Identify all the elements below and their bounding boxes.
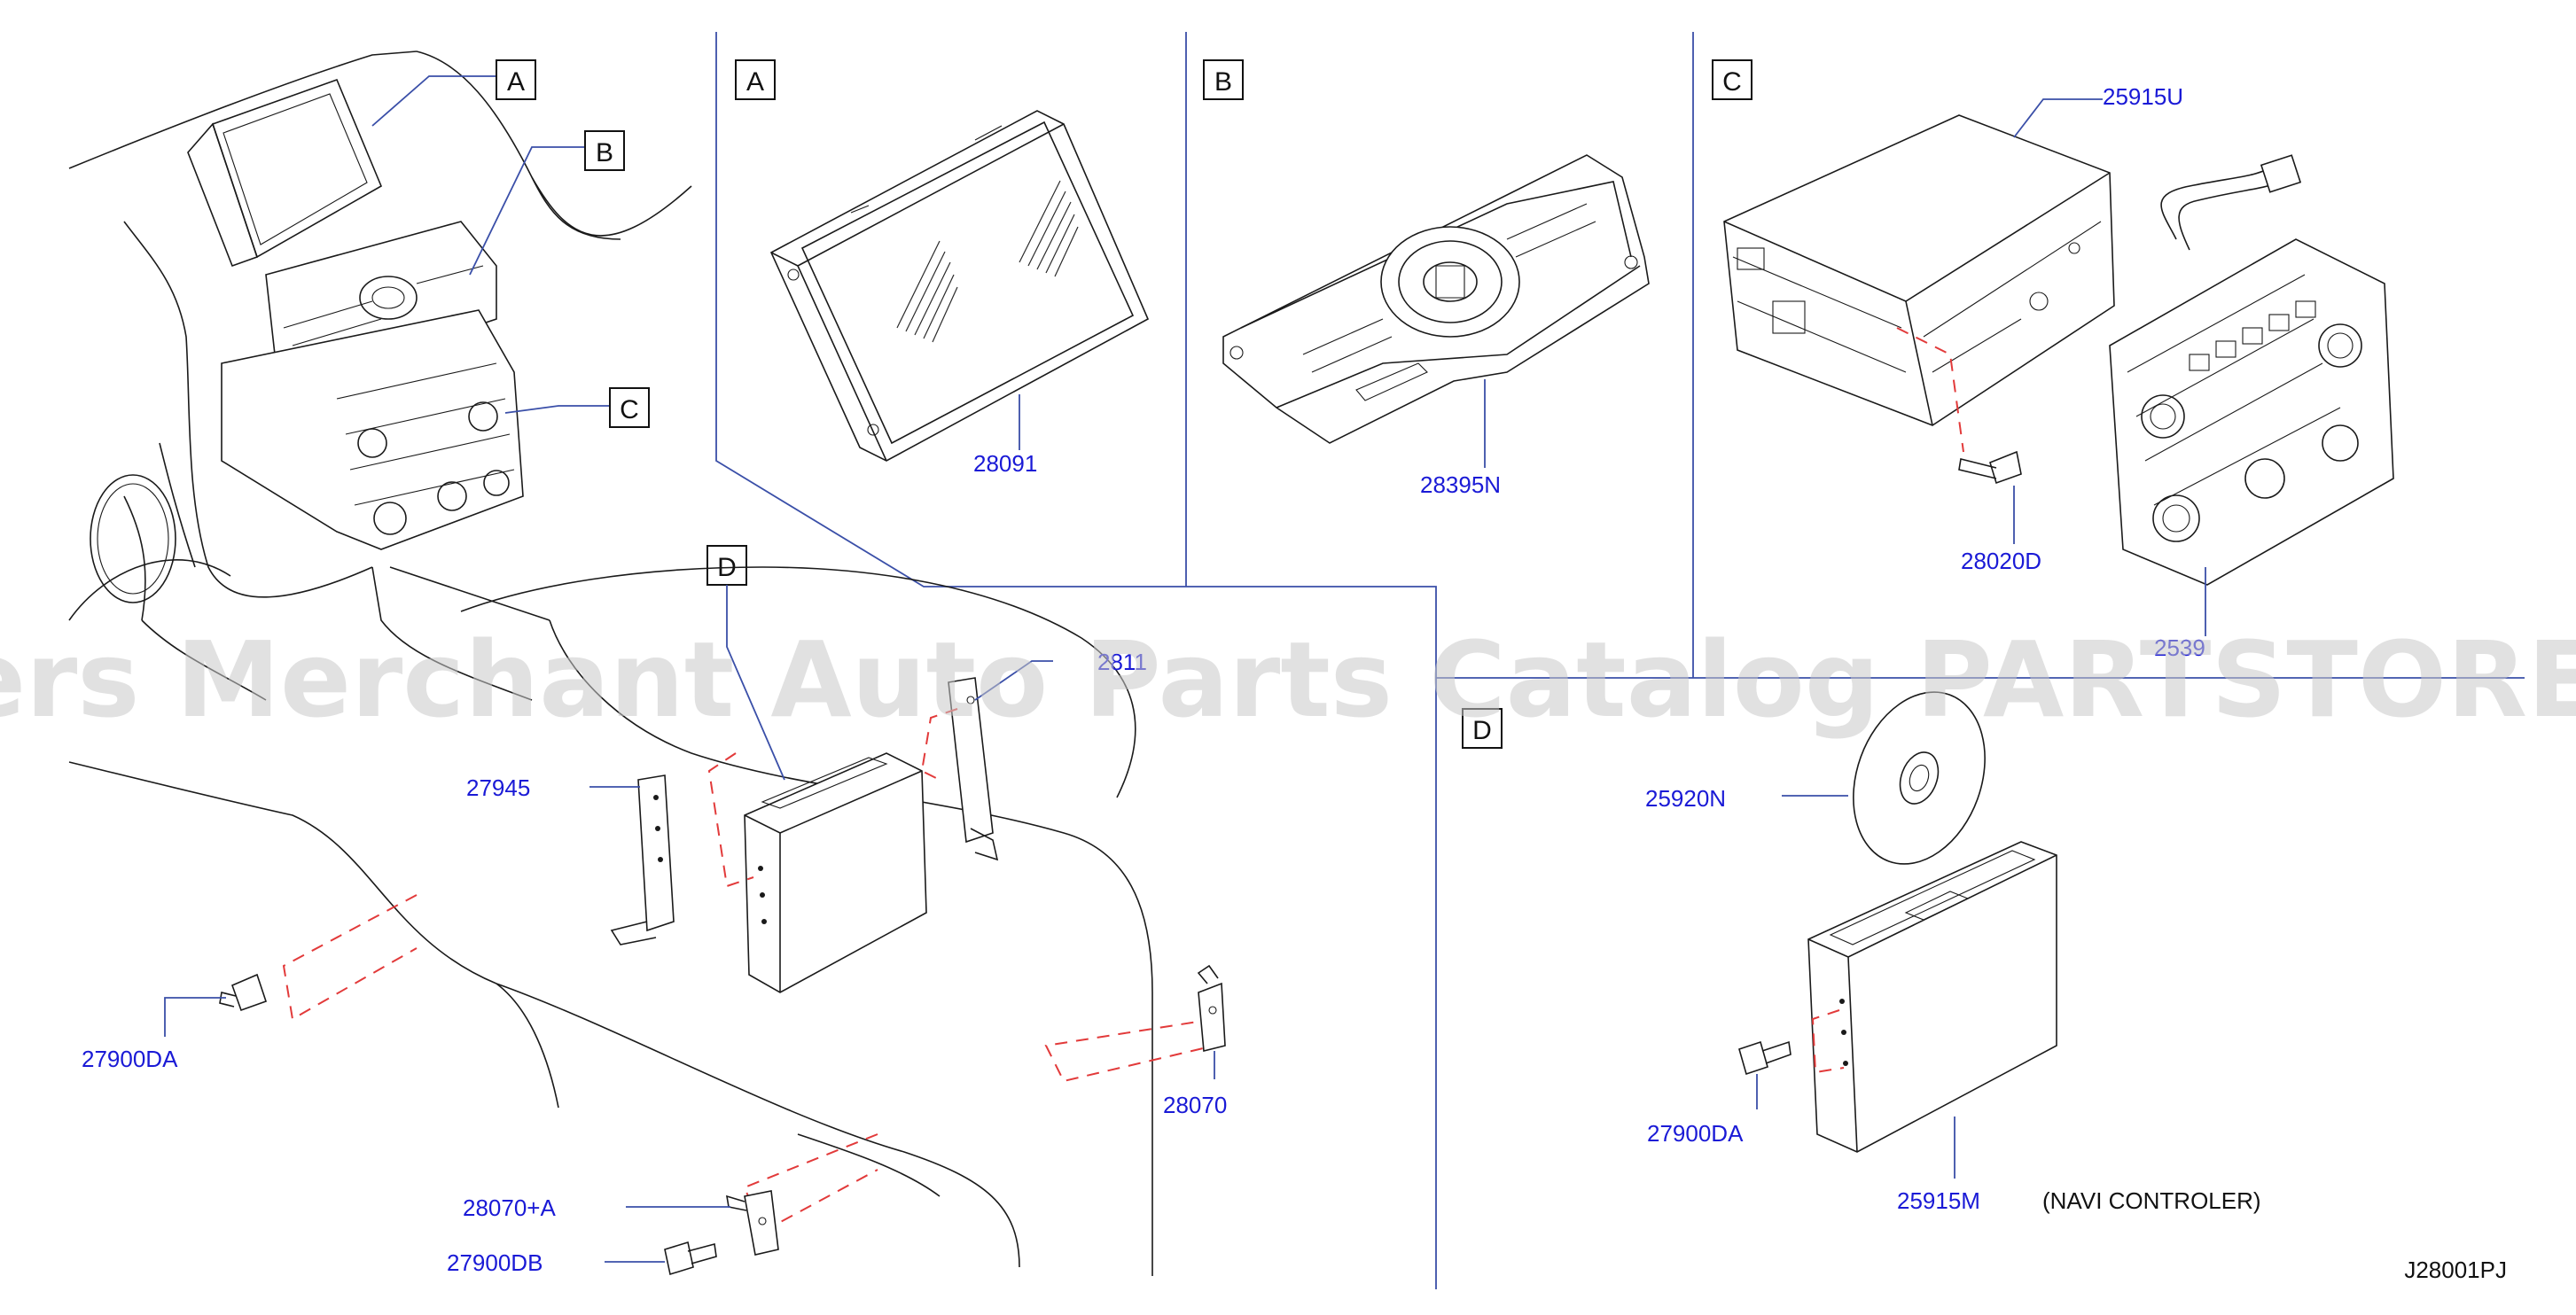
part-label-2811: 2811 [1097, 649, 1147, 675]
part-label-25915m: 25915M [1897, 1187, 1980, 1214]
panel-b-finisher: B 28395N [1203, 59, 1650, 498]
part-label-28070-a: 28070+A [463, 1194, 556, 1221]
part-label-28395n: 28395N [1420, 471, 1501, 498]
svg-text:B: B [1214, 67, 1232, 97]
drawing-code: J28001PJ [2404, 1257, 2507, 1283]
svg-text:A: A [746, 67, 764, 97]
part-label-27945: 27945 [466, 774, 530, 801]
view-label-c: C [1712, 59, 1752, 100]
part-label-28091: 28091 [973, 450, 1037, 477]
view-label-d-overview: D [706, 545, 747, 586]
svg-text:B: B [596, 138, 613, 167]
part-label-27900da-left: 27900DA [82, 1046, 178, 1072]
part-label-28070: 28070 [1163, 1092, 1227, 1118]
part-label-25915u: 25915U [2103, 83, 2183, 110]
view-label-a-overview: A [496, 59, 536, 100]
part-label-28020d: 28020D [1961, 548, 2041, 574]
view-label-a: A [735, 59, 776, 100]
view-label-c-overview: C [609, 387, 650, 428]
dashboard-overview [68, 51, 692, 701]
part-label-25920n: 25920N [1645, 785, 1726, 812]
view-label-d: D [1462, 708, 1503, 749]
panel-a-display: A 28091 [735, 59, 1150, 477]
svg-text:A: A [507, 67, 525, 97]
console-lower: D 27900DA 28070 [68, 545, 1227, 1276]
svg-text:C: C [620, 395, 639, 424]
part-label-27900db: 27900DB [447, 1249, 543, 1276]
watermark: Offers Merchant Auto Parts Catalog PARTS… [0, 619, 2576, 741]
view-label-b: B [1203, 59, 1244, 100]
panel-c-audio: C 28020D 25915U [1712, 59, 2394, 661]
view-label-b-overview: B [584, 130, 625, 171]
panel-separators [715, 32, 2525, 1289]
part-label-27900da-right: 27900DA [1647, 1120, 1744, 1147]
svg-text:D: D [1472, 716, 1492, 745]
panel-d-navi: D 25920N 27900DA 25915M (NAVI CONTROLER) [1462, 691, 2261, 1214]
navi-controller-note: (NAVI CONTROLER) [2042, 1187, 2261, 1214]
part-label-2539: 2539 [2154, 634, 2205, 661]
svg-text:C: C [1722, 67, 1742, 97]
overview-callouts: A B C [371, 59, 650, 428]
